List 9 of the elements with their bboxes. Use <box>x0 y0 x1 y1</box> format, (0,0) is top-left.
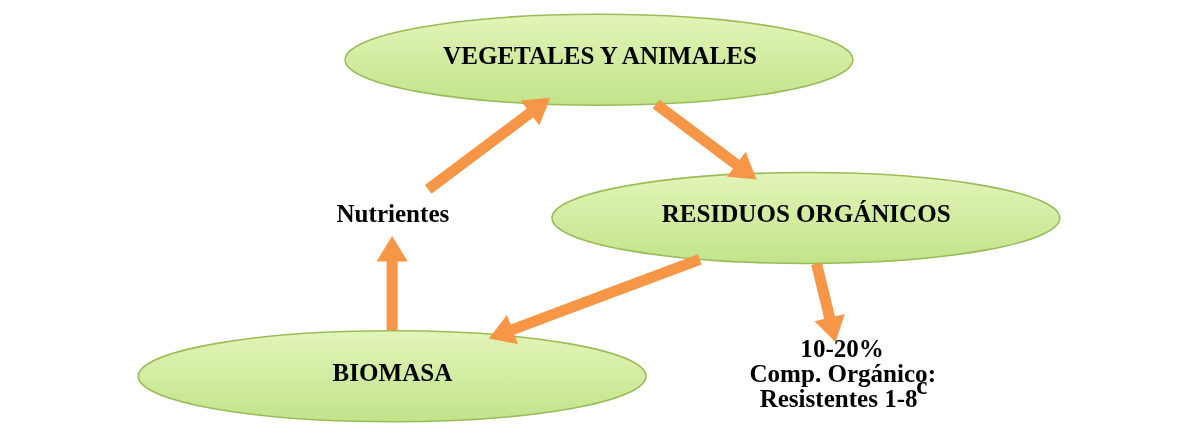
node-ellipse: BIOMASA <box>137 330 647 423</box>
arrow <box>376 236 408 331</box>
node-ellipse: RESIDUOS ORGÁNICOS <box>551 171 1061 265</box>
arrow <box>488 254 702 345</box>
arrow <box>811 262 845 343</box>
node-text: Nutrientes <box>336 200 450 228</box>
arrow <box>652 99 757 180</box>
arrow <box>424 97 551 194</box>
node-ellipse: VEGETALES Y ANIMALES <box>344 13 854 106</box>
